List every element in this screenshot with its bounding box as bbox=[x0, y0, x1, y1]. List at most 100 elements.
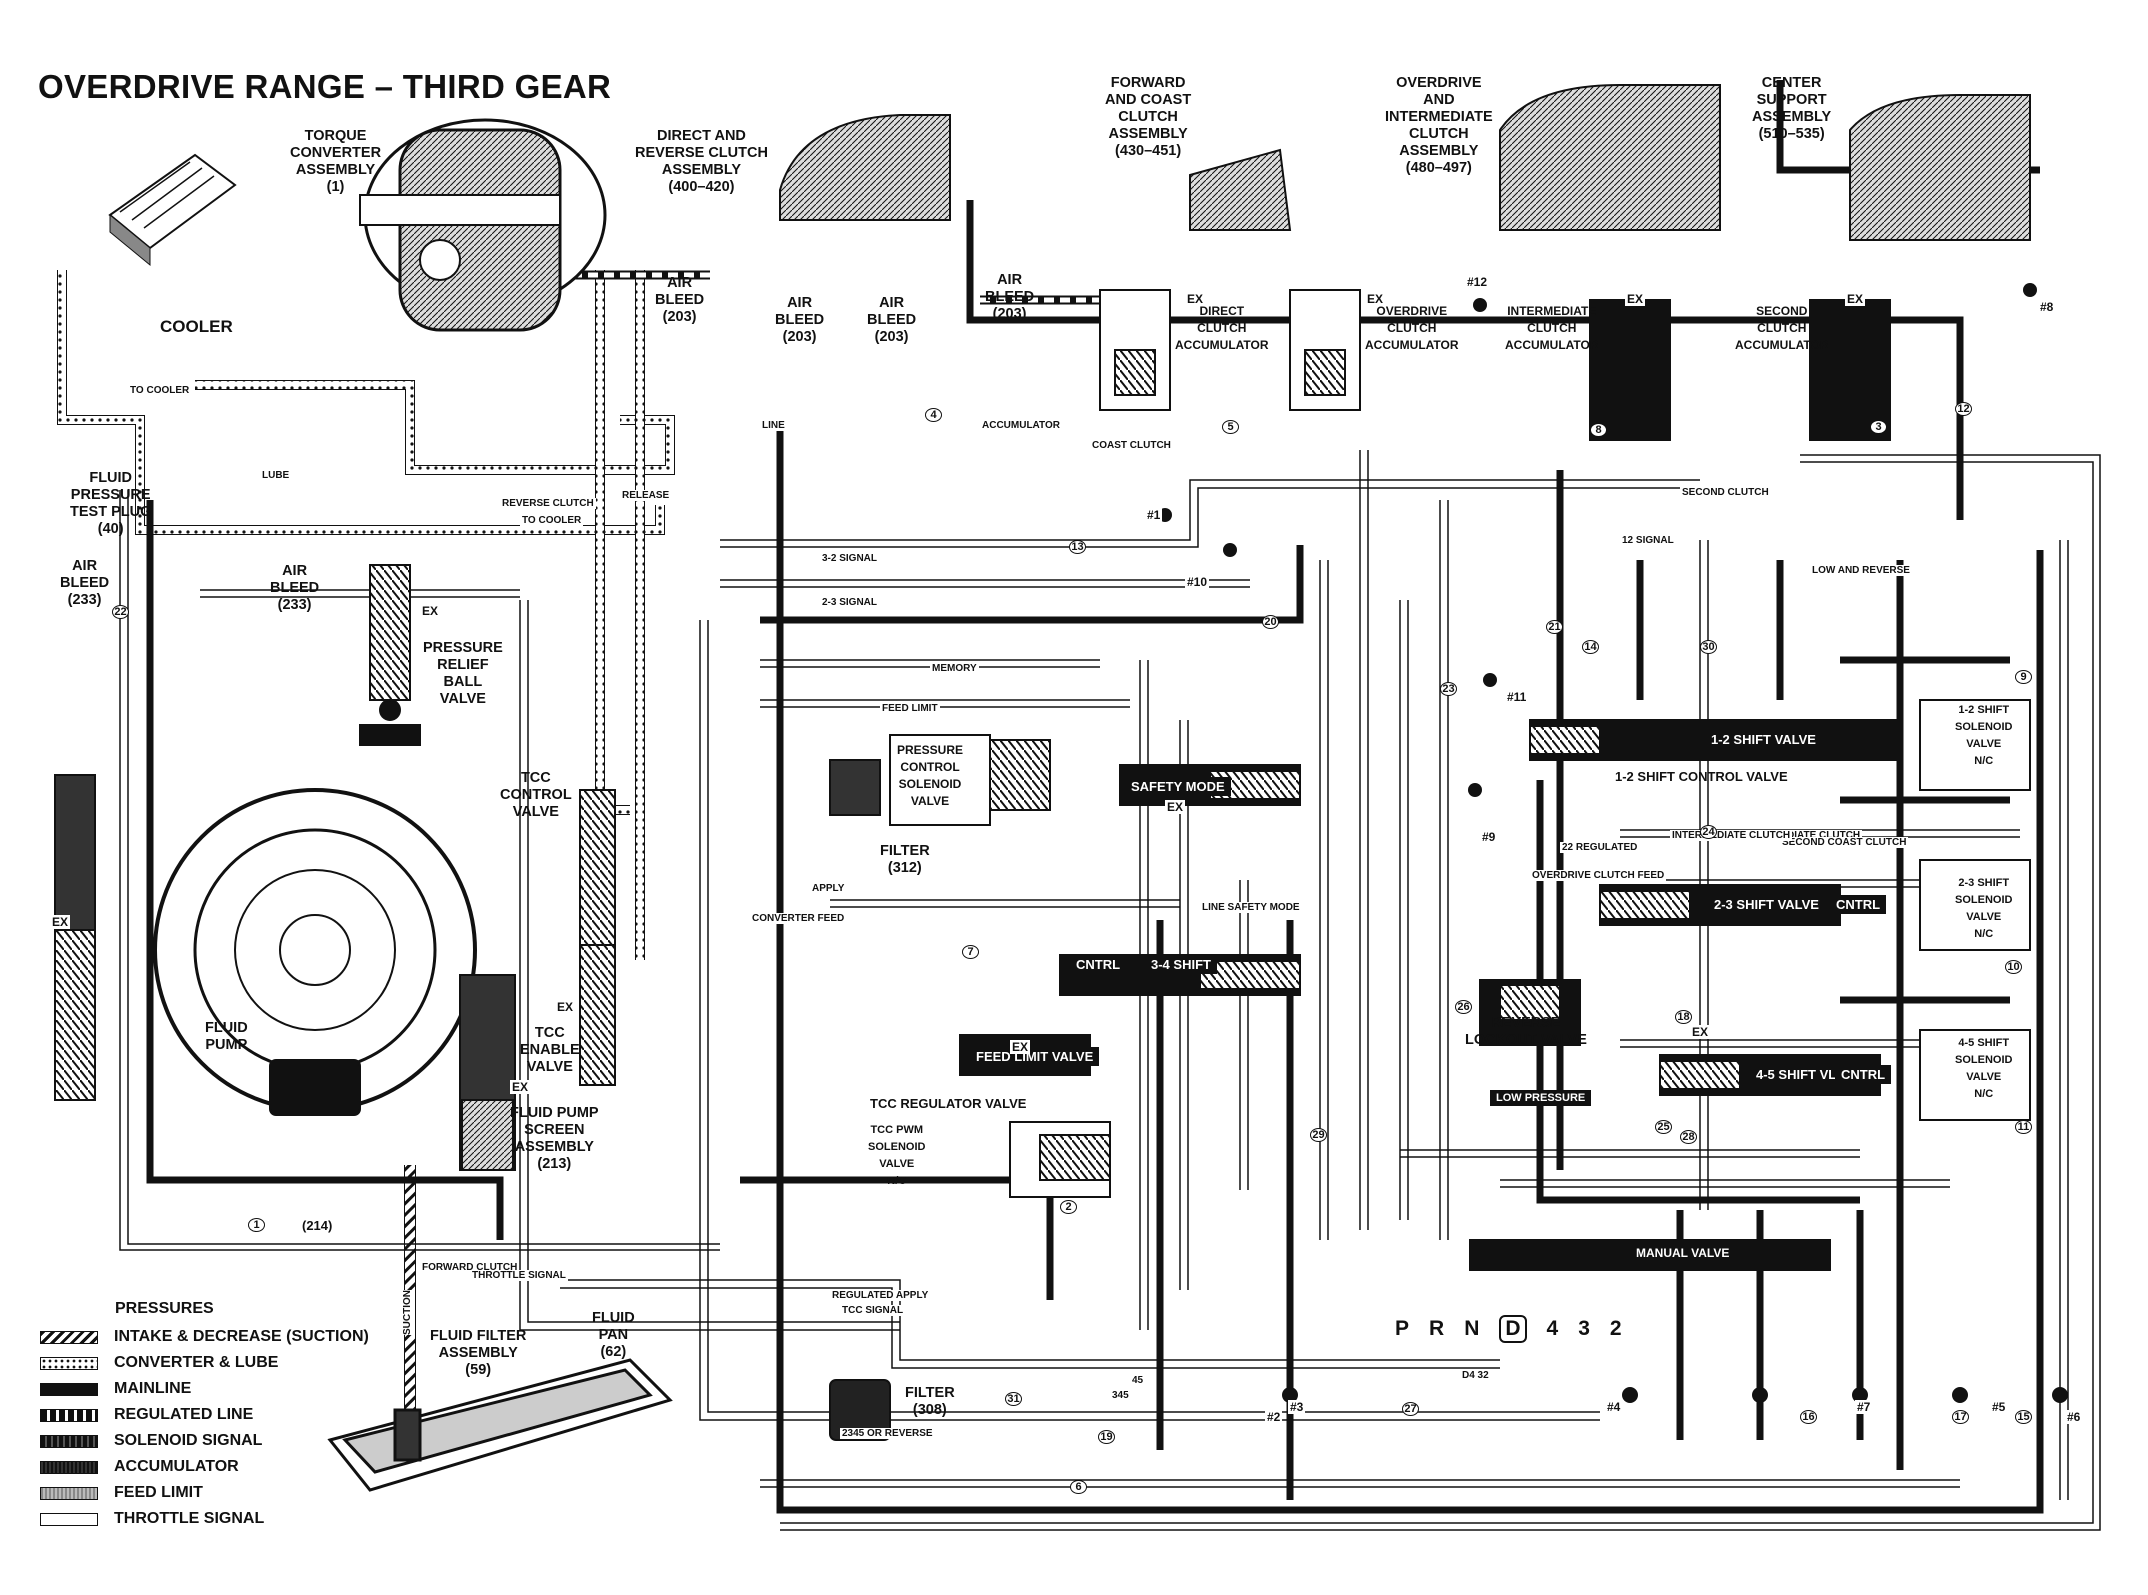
line-label: 3-2 SIGNAL bbox=[820, 553, 880, 564]
suction-label: SUCTION bbox=[400, 1290, 415, 1335]
checkball-label: #11 bbox=[1505, 690, 1529, 704]
exhaust-label: EX bbox=[1625, 292, 1646, 306]
gear-2: 2 bbox=[1609, 1317, 1642, 1340]
valve-45-shift: 4-5 SHIFT VLV bbox=[1750, 1065, 1850, 1084]
checkball-label: #2 bbox=[1265, 1410, 1283, 1424]
exhaust-label: EX bbox=[555, 1000, 576, 1014]
gear-r: R bbox=[1429, 1317, 1465, 1340]
orifice-number: 28 bbox=[1680, 1130, 1697, 1144]
orifice-number: 1 bbox=[248, 1218, 265, 1232]
gear-d-selected: D bbox=[1499, 1315, 1527, 1343]
pressure-regulator-icon bbox=[54, 774, 96, 1101]
line-label: FORWARD CLUTCH bbox=[420, 1262, 520, 1273]
orifice-number: 26 bbox=[1455, 1000, 1472, 1014]
orifice-number: 3 bbox=[1870, 420, 1887, 434]
valve-12-shift: 1-2 SHIFT VALVE bbox=[1705, 730, 1822, 749]
legend-row-solenoid: SOLENOID SIGNAL bbox=[40, 1428, 369, 1454]
orifice-number: 21 bbox=[1546, 620, 1563, 634]
line-label: LINE SAFETY MODE bbox=[1200, 902, 1302, 913]
legend-swatch bbox=[40, 1356, 98, 1370]
checkball-label: #6 bbox=[2065, 1410, 2083, 1424]
tcc-valves-icon bbox=[579, 789, 616, 1086]
valve-manual: MANUAL VALVE bbox=[1630, 1245, 1736, 1261]
exhaust-label: EX bbox=[1010, 1040, 1031, 1054]
orifice-number: 31 bbox=[1005, 1392, 1022, 1406]
legend-row-accumulator: ACCUMULATOR bbox=[40, 1454, 369, 1480]
line-label: APPLY bbox=[810, 883, 847, 894]
orifice-number: 29 bbox=[1310, 1128, 1327, 1142]
valve-23-cntrl: CNTRL bbox=[1830, 895, 1887, 914]
cooler-icon bbox=[108, 153, 237, 267]
orifice-number: 22 bbox=[112, 605, 129, 619]
exhaust-label: EX bbox=[510, 1080, 531, 1094]
gear-3: 3 bbox=[1578, 1317, 1610, 1340]
torque-converter-icon bbox=[359, 118, 607, 332]
line-label: REVERSE CLUTCH bbox=[500, 498, 596, 509]
legend-row-throttle: THROTTLE SIGNAL bbox=[40, 1506, 369, 1532]
legend-swatch bbox=[40, 1434, 98, 1448]
label-filter-308: FILTER(308) bbox=[905, 1385, 955, 1418]
checkball-label: #10 bbox=[1185, 575, 1210, 589]
legend-swatch bbox=[40, 1460, 98, 1474]
part-214-label: (214) bbox=[300, 1218, 335, 1233]
checkball-label: #3 bbox=[1288, 1400, 1306, 1414]
legend-row-converter: CONVERTER & LUBE bbox=[40, 1350, 369, 1376]
line-label: COAST CLUTCH bbox=[1090, 440, 1173, 451]
valve-23-shift: 2-3 SHIFT VALVE bbox=[1708, 895, 1825, 914]
orifice-number: 13 bbox=[1069, 540, 1086, 554]
orifice-number: 30 bbox=[1700, 640, 1717, 654]
checkballs-icon bbox=[1158, 283, 2068, 1403]
legend-swatch bbox=[40, 1486, 98, 1500]
checkball-label: #12 bbox=[1465, 275, 1490, 289]
diagram-title: OVERDRIVE RANGE – THIRD GEAR bbox=[38, 68, 612, 105]
legend-swatch bbox=[40, 1382, 98, 1396]
valve-feed-limit: FEED LIMIT VALVE bbox=[970, 1047, 1100, 1066]
line-label: 45 bbox=[1130, 1375, 1146, 1386]
orifice-number: 23 bbox=[1440, 682, 1457, 696]
legend-title: PRESSURES bbox=[115, 1300, 214, 1317]
legend-swatch bbox=[40, 1330, 98, 1344]
filter-icon bbox=[829, 759, 891, 1441]
label-filter-312: FILTER(312) bbox=[880, 843, 930, 876]
line-label: 2-3 SIGNAL bbox=[820, 597, 880, 608]
line-label: INTERMEDIATE CLUTCH bbox=[1670, 830, 1793, 841]
legend-row-suction: INTAKE & DECREASE (SUCTION) bbox=[40, 1324, 369, 1350]
line-label: MEMORY bbox=[930, 663, 979, 674]
legend-row-feed-limit: FEED LIMIT bbox=[40, 1480, 369, 1506]
legend-row-mainline: MAINLINE bbox=[40, 1376, 369, 1402]
orifice-number: 20 bbox=[1262, 615, 1279, 629]
checkball-label: #4 bbox=[1605, 1400, 1623, 1414]
line-label: 22 REGULATED bbox=[1560, 842, 1640, 853]
line-label: LINE bbox=[760, 420, 787, 431]
line-label: INTERMEDIATE CLUTCH bbox=[1740, 830, 1863, 841]
exhaust-label: EX bbox=[1690, 1025, 1711, 1039]
line-label: LUBE bbox=[260, 470, 292, 481]
line-label: THROTTLE SIGNAL bbox=[470, 1270, 568, 1281]
orifice-number: 4 bbox=[925, 408, 942, 422]
pressure-legend: PRESSURES INTAKE & DECREASE (SUCTION) CO… bbox=[40, 1300, 369, 1532]
exhaust-label: EX bbox=[420, 604, 441, 618]
orifice-number: 7 bbox=[962, 945, 979, 959]
orifice-number: 24 bbox=[1700, 825, 1717, 839]
checkball-label: #5 bbox=[1990, 1400, 2008, 1414]
line-label: SECOND COAST CLUTCH bbox=[1780, 837, 1909, 848]
valve-safety-mode: SAFETY MODE bbox=[1125, 777, 1231, 796]
orifice-number: 9 bbox=[2015, 670, 2032, 684]
clutch-assemblies-icon bbox=[779, 84, 2031, 241]
orifice-number: 27 bbox=[1402, 1402, 1419, 1416]
valve-34-shift: 3-4 SHIFT bbox=[1145, 955, 1217, 974]
